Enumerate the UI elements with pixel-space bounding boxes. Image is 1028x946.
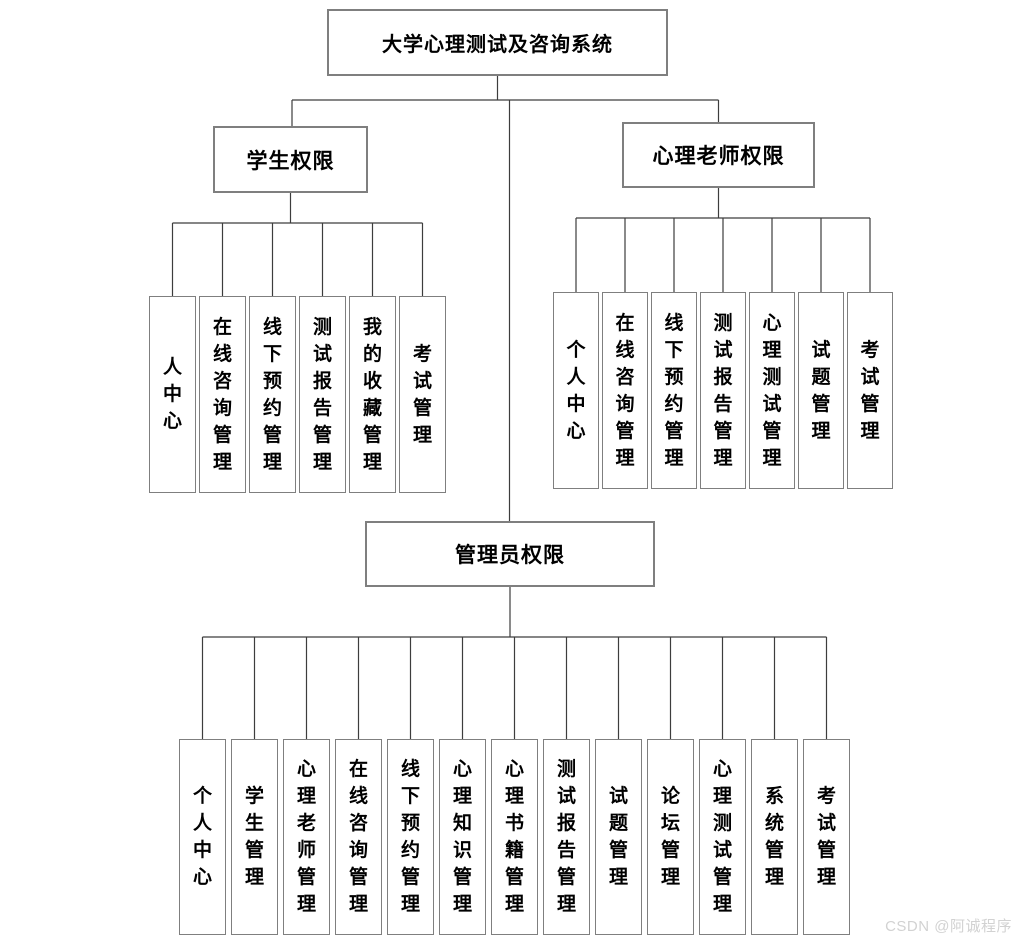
node-label: 在线咨询管理: [348, 759, 368, 915]
node-admin-personal-center: 个人中心: [179, 739, 226, 935]
node-student-permissions: 学生权限: [213, 126, 368, 193]
node-teacher-personal-center: 个人中心: [553, 292, 599, 489]
node-teacher-exam-management: 考试管理: [847, 292, 893, 489]
node-admin-psychological-test-management: 心理测试管理: [699, 739, 746, 935]
node-label: 测试报告管理: [556, 759, 576, 915]
node-label: 心理书籍管理: [504, 759, 524, 915]
node-student-my-favorites-management: 我的收藏管理: [349, 296, 396, 493]
node-admin-offline-appointment-management: 线下预约管理: [387, 739, 434, 935]
node-label: 测试报告管理: [312, 316, 332, 473]
node-student-personal-center: 人中心: [149, 296, 196, 493]
node-label: 线下预约管理: [664, 312, 684, 469]
node-teacher-permissions: 心理老师权限: [622, 122, 815, 188]
node-admin-psychological-teacher-management: 心理老师管理: [283, 739, 330, 935]
node-label: 我的收藏管理: [362, 316, 382, 473]
node-label: 论坛管理: [660, 786, 680, 888]
node-label: 在线咨询管理: [212, 316, 232, 473]
node-label: 人中心: [162, 357, 182, 432]
node-admin-question-management: 试题管理: [595, 739, 642, 935]
node-admin-forum-management: 论坛管理: [647, 739, 694, 935]
node-admin-psychological-books-management: 心理书籍管理: [491, 739, 538, 935]
node-label: 考试管理: [816, 786, 836, 888]
node-admin-system-management: 系统管理: [751, 739, 798, 935]
node-label: 个人中心: [566, 339, 586, 442]
node-teacher-online-counseling-management: 在线咨询管理: [602, 292, 648, 489]
node-label: 线下预约管理: [262, 316, 282, 473]
node-label: 考试管理: [860, 339, 880, 442]
node-label: 心理测试管理: [712, 759, 732, 915]
node-student-exam-management: 考试管理: [399, 296, 446, 493]
node-label: 心理老师管理: [296, 759, 316, 915]
node-student-test-report-management: 测试报告管理: [299, 296, 346, 493]
node-label: 测试报告管理: [713, 312, 733, 469]
node-student-offline-appointment-management: 线下预约管理: [249, 296, 296, 493]
node-admin-exam-management: 考试管理: [803, 739, 850, 935]
node-admin-permissions: 管理员权限: [365, 521, 655, 587]
node-label: 学生管理: [244, 786, 264, 888]
node-teacher-psychological-test-management: 心理测试管理: [749, 292, 795, 489]
node-teacher-offline-appointment-management: 线下预约管理: [651, 292, 697, 489]
node-label: 系统管理: [764, 786, 784, 888]
node-label: 个人中心: [192, 786, 212, 888]
node-admin-test-report-management: 测试报告管理: [543, 739, 590, 935]
node-admin-student-management: 学生管理: [231, 739, 278, 935]
node-root-system: 大学心理测试及咨询系统: [327, 9, 668, 76]
node-teacher-test-report-management: 测试报告管理: [700, 292, 746, 489]
node-label: 心理知识管理: [452, 759, 472, 915]
csdn-watermark: CSDN @阿诚程序: [885, 918, 1012, 935]
node-label: 在线咨询管理: [615, 312, 635, 469]
node-admin-online-counseling-management: 在线咨询管理: [335, 739, 382, 935]
node-label: 心理测试管理: [762, 312, 782, 469]
node-label: 试题管理: [608, 786, 628, 888]
node-label: 考试管理: [412, 343, 432, 446]
node-label: 线下预约管理: [400, 759, 420, 915]
node-student-online-counseling-management: 在线咨询管理: [199, 296, 246, 493]
node-admin-psychological-knowledge-management: 心理知识管理: [439, 739, 486, 935]
node-teacher-question-management: 试题管理: [798, 292, 844, 489]
node-label: 试题管理: [811, 339, 831, 442]
